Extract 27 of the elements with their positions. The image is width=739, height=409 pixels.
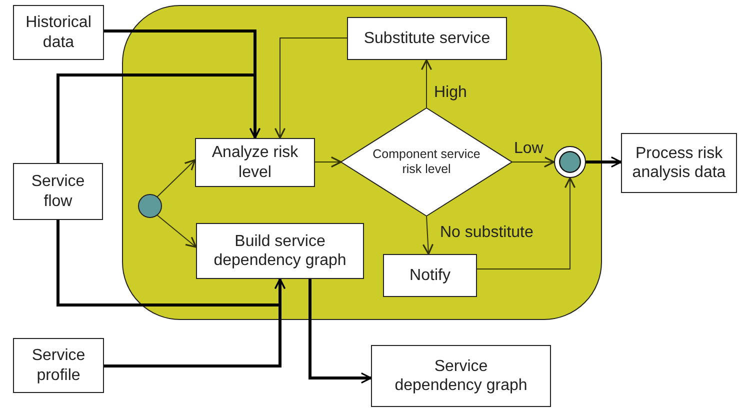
output-box: Service dependency graph	[371, 345, 551, 407]
process-panel	[122, 5, 602, 320]
flow-arrow	[156, 214, 197, 248]
process-box: Substitute service	[347, 17, 507, 60]
input-box: Service profile	[13, 338, 104, 393]
flow-arrow	[512, 156, 555, 168]
start-node	[138, 194, 162, 218]
flow-arrow	[422, 216, 434, 255]
input-box: Historical data	[13, 5, 104, 60]
flow-arrow	[476, 177, 576, 270]
process-box: Notify	[383, 254, 477, 297]
process-box: Build service dependency graph	[196, 223, 364, 279]
output-box: Process risk analysis data	[621, 133, 737, 193]
end-node	[554, 146, 586, 178]
data-flow-arrow	[586, 156, 622, 168]
data-flow-arrow	[56, 74, 261, 163]
flow-arrow	[274, 38, 348, 139]
edge-label: High	[432, 84, 469, 102]
edge-label: Low	[512, 140, 546, 158]
data-flow-arrow	[308, 279, 372, 384]
process-box: Analyze risk level	[195, 138, 315, 187]
input-box: Service flow	[13, 163, 103, 220]
data-flow-arrow	[104, 278, 286, 368]
flow-arrow	[420, 59, 432, 108]
decision-diamond: Component service risk level	[341, 108, 512, 216]
flow-arrow	[314, 156, 342, 168]
flow-arrow	[156, 159, 196, 198]
